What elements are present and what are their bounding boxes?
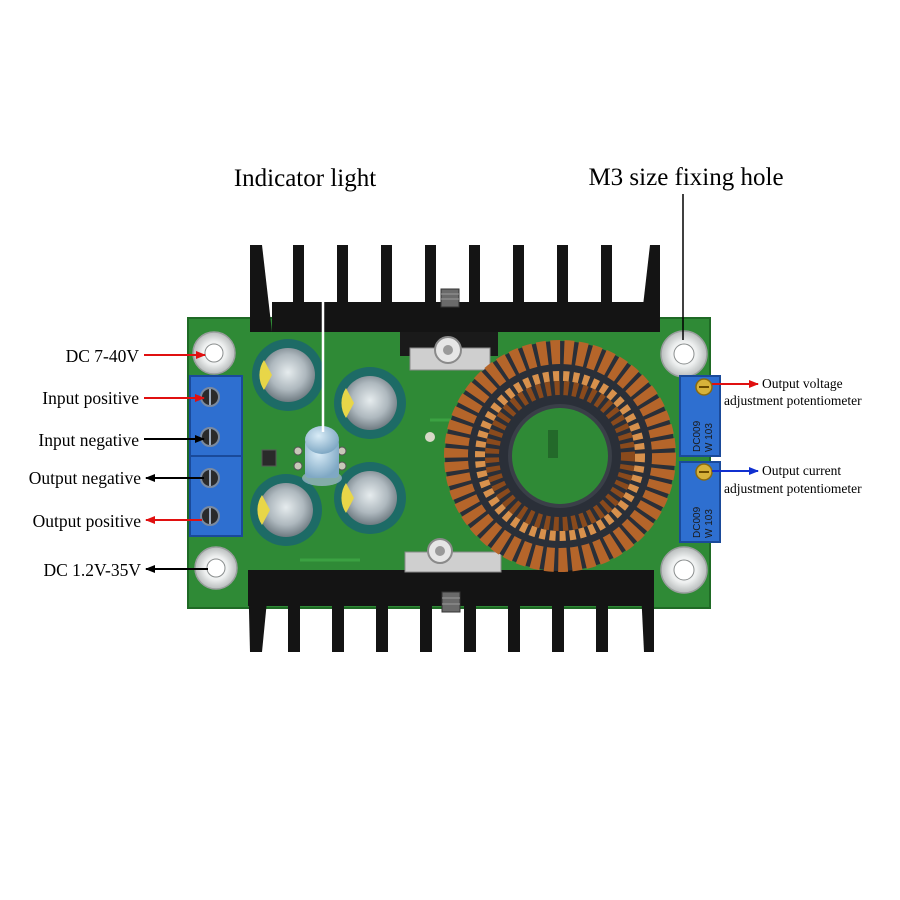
dc-in-label: DC 7-40V (66, 346, 140, 366)
indicator-light-label: Indicator light (234, 165, 376, 192)
capacitor-top-right (334, 367, 406, 439)
heatsink-top (250, 245, 660, 332)
mounting-hole-top-right (660, 330, 708, 378)
transistor-bottom (404, 538, 502, 573)
pot-voltage-marking-1: W 103 (704, 423, 715, 452)
output-positive-label: Output positive (33, 511, 142, 531)
heatsink-bottom (248, 570, 654, 652)
mounting-hole-bottom-right (660, 546, 708, 594)
output-current-label-1: Output current (762, 463, 841, 478)
pot-current-marking-1: W 103 (704, 509, 715, 538)
dc-out-label: DC 1.2V-35V (43, 560, 141, 580)
solder-pads (261, 446, 347, 471)
input-negative-label: Input negative (38, 430, 139, 450)
capacitor-bottom-left (250, 474, 322, 546)
potentiometer-voltage: W 103 DC009 (679, 375, 721, 457)
input-positive-label: Input positive (42, 388, 139, 408)
capacitor-bottom-right (334, 462, 406, 534)
mounting-hole-bottom-left (194, 546, 238, 590)
output-current-label-2: adjustment potentiometer (724, 481, 862, 496)
output-negative-label: Output negative (29, 468, 141, 488)
capacitor-top-left (252, 339, 324, 411)
fixing-hole-label: M3 size fixing hole (588, 164, 783, 191)
mounting-hole-top-left (192, 331, 236, 375)
screw-terminal-block (189, 375, 243, 537)
potentiometer-current: W 103 DC009 (679, 461, 721, 543)
transistor-top (400, 332, 498, 371)
pot-voltage-marking-2: DC009 (692, 420, 703, 452)
pot-current-marking-2: DC009 (692, 506, 703, 538)
toroidal-inductor (444, 340, 676, 572)
output-voltage-label-2: adjustment potentiometer (724, 393, 862, 408)
indicator-led (302, 426, 342, 486)
output-voltage-label-1: Output voltage (762, 376, 843, 391)
